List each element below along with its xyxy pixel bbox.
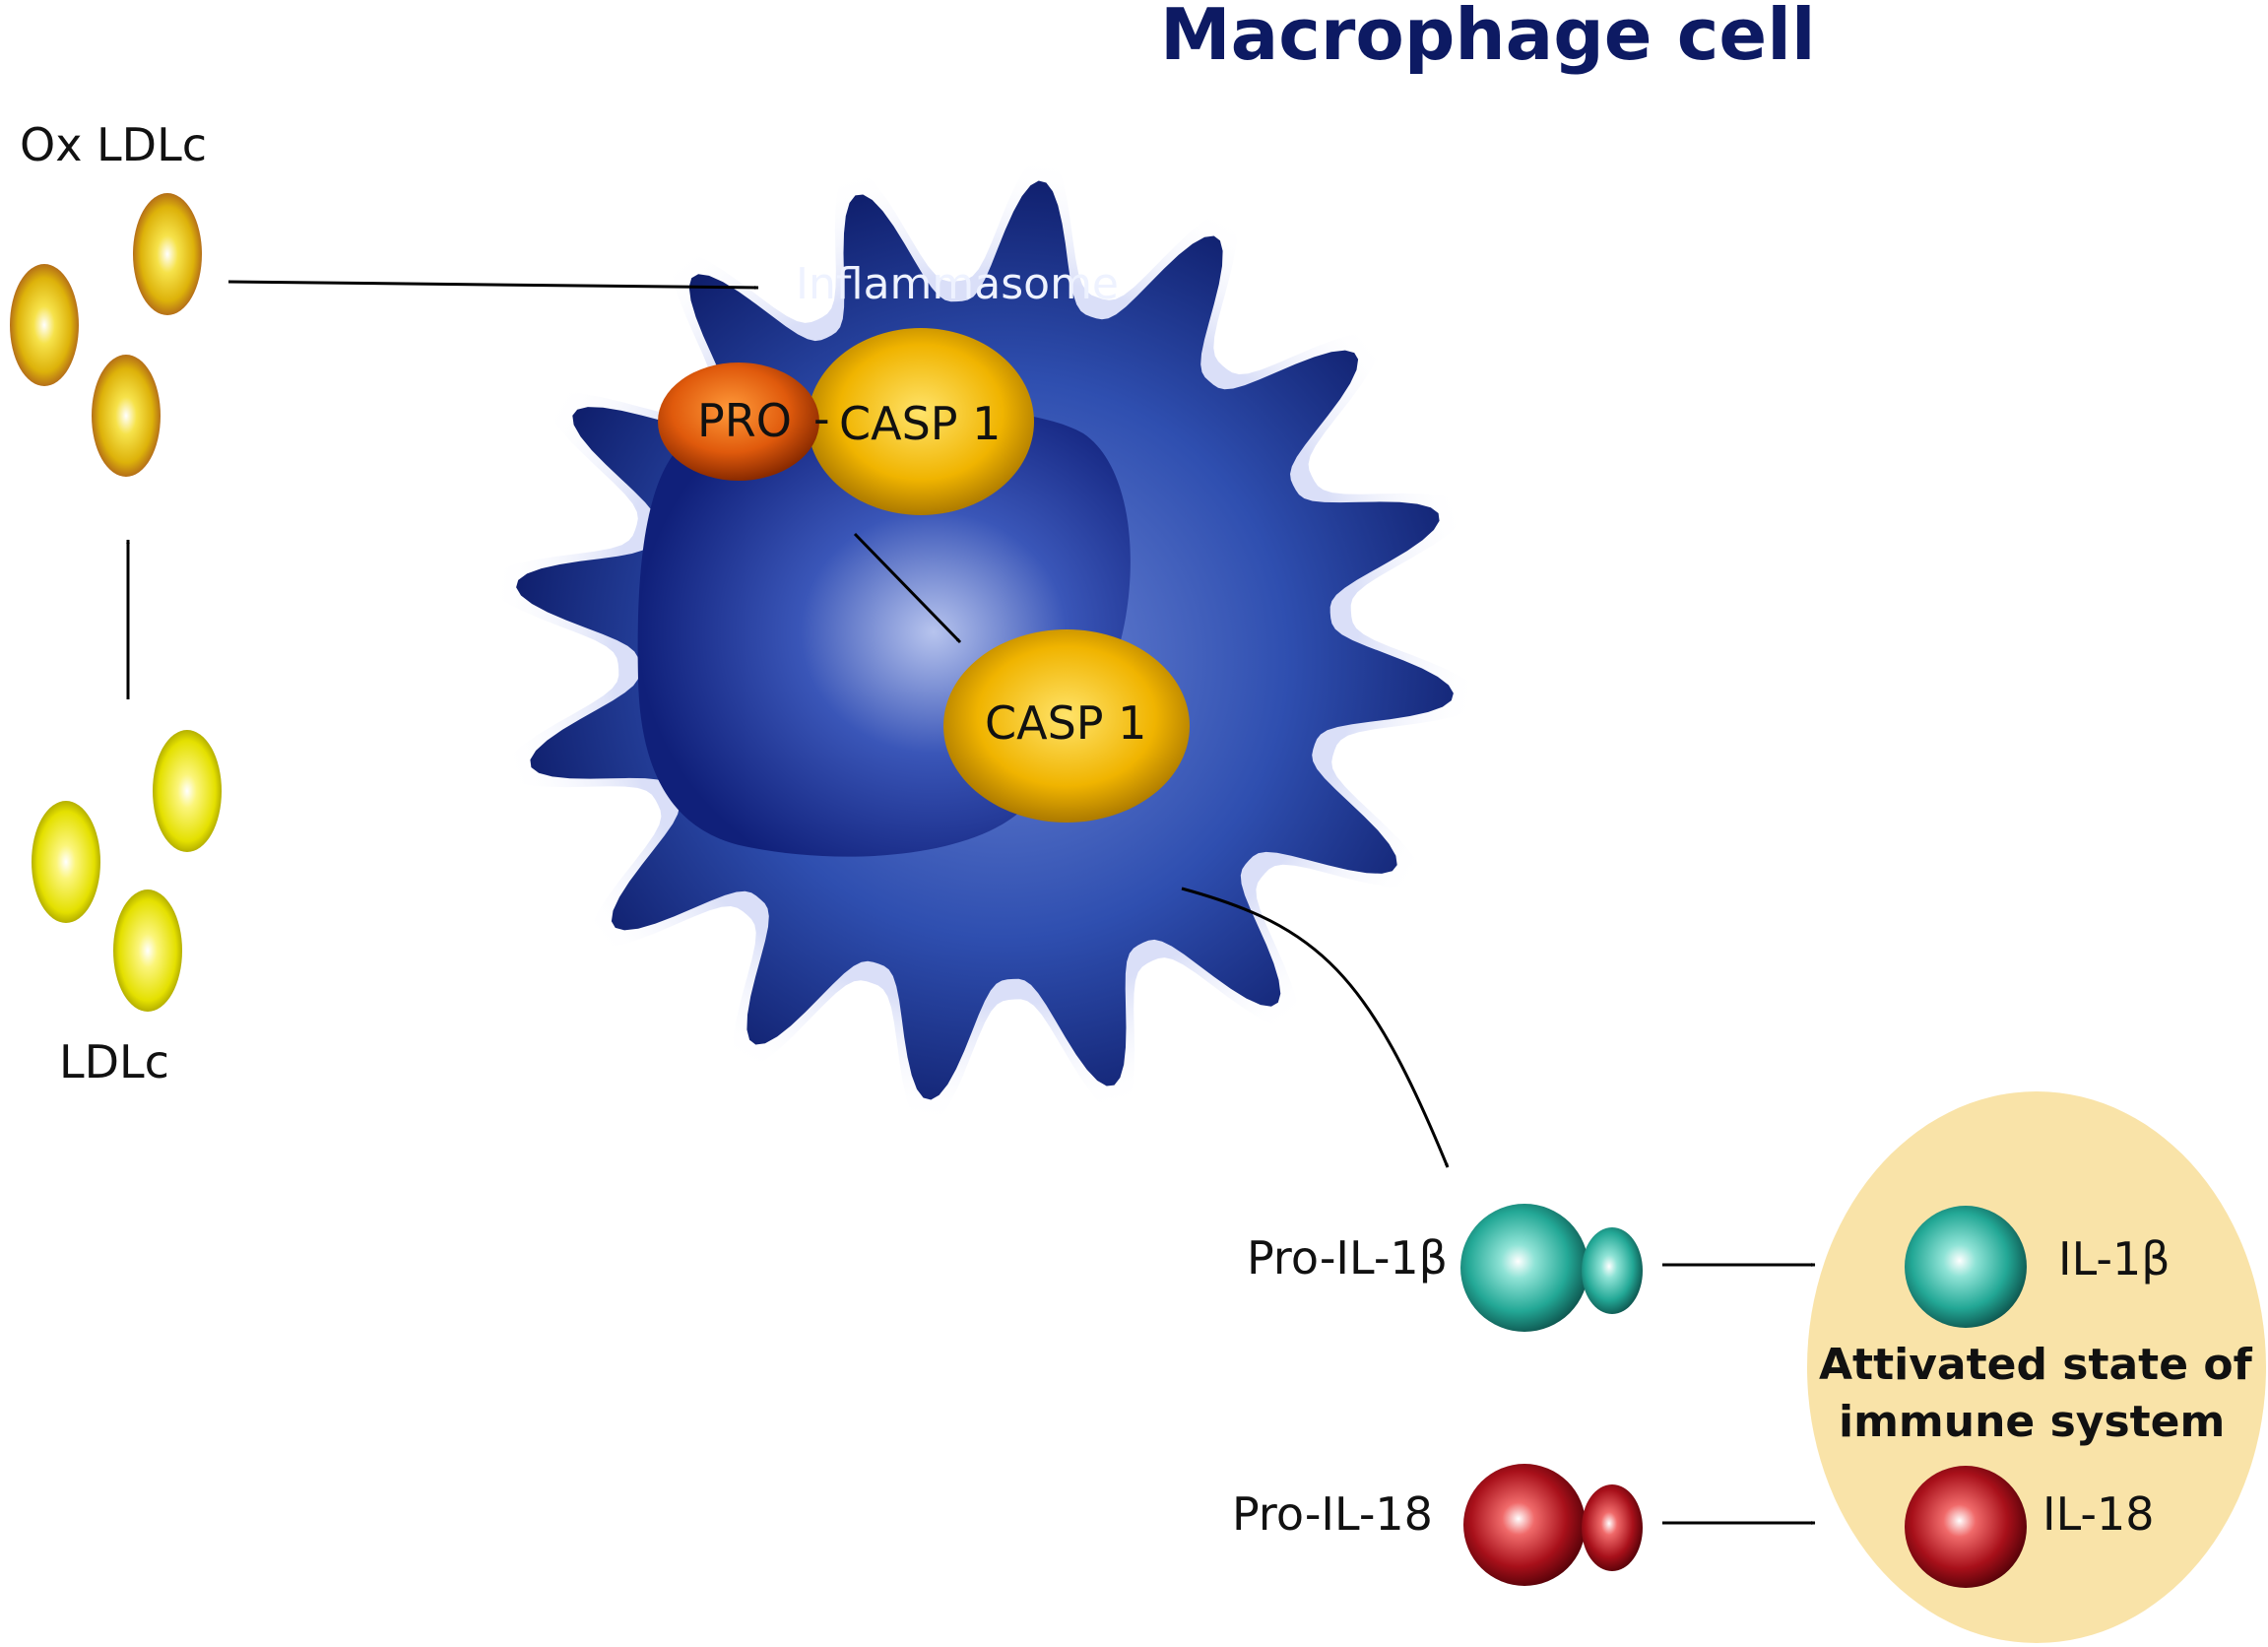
ox-ldl-particles: [10, 193, 202, 477]
pro-domain-label: PRO: [697, 394, 792, 447]
arrow-casp1-to-cytokines: [1181, 887, 1450, 1168]
il1b-sphere: [1905, 1206, 2027, 1328]
pro-il1b-label: Pro-IL-1β: [1247, 1231, 1448, 1285]
il18-sphere: [1905, 1466, 2027, 1588]
inflammasome-label: Inflammasome: [796, 259, 1119, 309]
pro-casp-link: -: [813, 392, 830, 445]
casp1-bound-label: CASP 1: [839, 397, 1001, 450]
ox-ldl-particle: [10, 264, 79, 386]
pro-il18: Pro-IL-18: [1232, 1464, 1643, 1586]
casp1-active: CASP 1: [943, 629, 1190, 823]
pro-il1b-large-sphere: [1460, 1204, 1588, 1332]
pro-il1b-small-sphere: [1582, 1227, 1643, 1314]
inflammasome-complex: PRO - CASP 1: [658, 328, 1034, 515]
il1b: IL-1β: [1905, 1206, 2171, 1328]
ldlc-label: LDLc: [59, 1035, 169, 1088]
ldl-particle: [32, 801, 100, 923]
ox-ldl-particle: [92, 355, 161, 477]
casp1-active-label: CASP 1: [985, 696, 1146, 750]
pro-il18-small-sphere: [1582, 1484, 1643, 1571]
casp1-bound-blob: [808, 328, 1034, 515]
ldl-particle: [153, 730, 222, 852]
ldl-particle: [113, 889, 182, 1012]
ldl-particles: [32, 730, 222, 1012]
il1b-label: IL-1β: [2058, 1232, 2171, 1285]
activated-state-line2: immune system: [1839, 1397, 2225, 1447]
ox-ldl-particle: [133, 193, 202, 315]
il18: IL-18: [1905, 1466, 2155, 1588]
il18-label: IL-18: [2042, 1487, 2155, 1541]
pro-domain-blob: [658, 362, 819, 481]
pro-il18-large-sphere: [1463, 1464, 1586, 1586]
arrow-ox-ldl-to-inflammasome: [227, 280, 759, 290]
pro-il18-label: Pro-IL-18: [1232, 1487, 1433, 1541]
arrow-cleavage: [853, 532, 962, 644]
casp1-active-blob: [943, 629, 1190, 823]
activated-state-line1: Attivated state of: [1819, 1340, 2253, 1390]
ox-ldlc-label: Ox LDLc: [20, 118, 207, 171]
diagram-title: Macrophage cell: [1160, 0, 1816, 76]
pro-il1b: Pro-IL-1β: [1247, 1204, 1643, 1332]
